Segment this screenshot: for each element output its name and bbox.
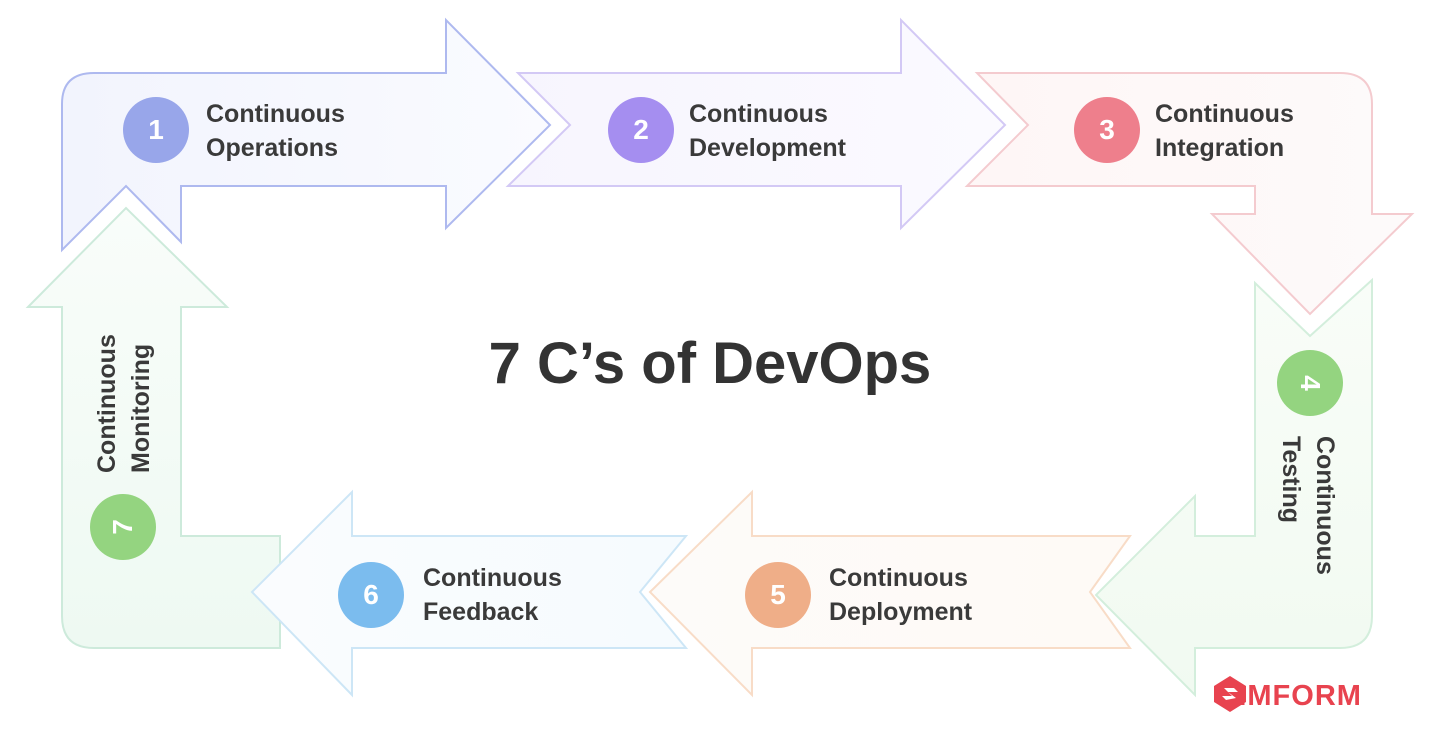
stage-2-label: Continuous Development: [689, 97, 846, 165]
stage-3-line2: Integration: [1155, 134, 1285, 162]
stage-4-number: 4: [1295, 375, 1326, 391]
stage-5-line2: Deployment: [829, 598, 973, 626]
stage-4-label: Continuous Testing: [1274, 436, 1342, 575]
stage-5-line1: Continuous: [829, 564, 968, 592]
stage-7-line2: Monitoring: [127, 343, 155, 473]
brand-logo: SIMFORM: [1212, 674, 1362, 718]
stage-6-label: Continuous Feedback: [423, 561, 562, 629]
stage-2-badge: 2: [608, 97, 674, 163]
stage-5-badge: 5: [745, 562, 811, 628]
stage-4-badge: 4: [1277, 350, 1343, 416]
stage-1-line1: Continuous: [206, 100, 345, 128]
stage-6-badge: 6: [338, 562, 404, 628]
diagram-title: 7 C’s of DevOps: [488, 331, 932, 396]
stage-6-number: 6: [363, 579, 379, 610]
simform-logo-icon: [1214, 676, 1246, 712]
stage-7-number: 7: [107, 519, 138, 535]
stage-6-line2: Feedback: [423, 598, 539, 626]
stage-3-label: Continuous Integration: [1155, 97, 1294, 165]
stage-1-arrow: [61, 17, 552, 253]
stage-2-arrow: [505, 17, 1007, 231]
stage-3-badge: 3: [1074, 97, 1140, 163]
stage-5-number: 5: [770, 579, 786, 610]
stage-1-line2: Operations: [206, 134, 338, 162]
stage-4-line1: Continuous: [1311, 436, 1339, 575]
stage-5-arrow: [648, 489, 1132, 698]
stage-7-line1: Continuous: [93, 334, 121, 473]
stage-5-label: Continuous Deployment: [829, 561, 972, 629]
stage-2-number: 2: [633, 114, 649, 145]
stage-1-label: Continuous Operations: [206, 97, 345, 165]
stage-2-line1: Continuous: [689, 100, 828, 128]
stage-7-badge: 7: [90, 494, 156, 560]
stage-4-line2: Testing: [1277, 436, 1305, 524]
stage-6-arrow: [250, 489, 689, 698]
stage-3-number: 3: [1099, 114, 1115, 145]
stage-7-label: Continuous Monitoring: [90, 334, 158, 473]
stage-1-number: 1: [148, 114, 164, 145]
stage-3-line1: Continuous: [1155, 100, 1294, 128]
stage-6-line1: Continuous: [423, 564, 562, 592]
stage-2-line2: Development: [689, 134, 846, 162]
stage-1-badge: 1: [123, 97, 189, 163]
